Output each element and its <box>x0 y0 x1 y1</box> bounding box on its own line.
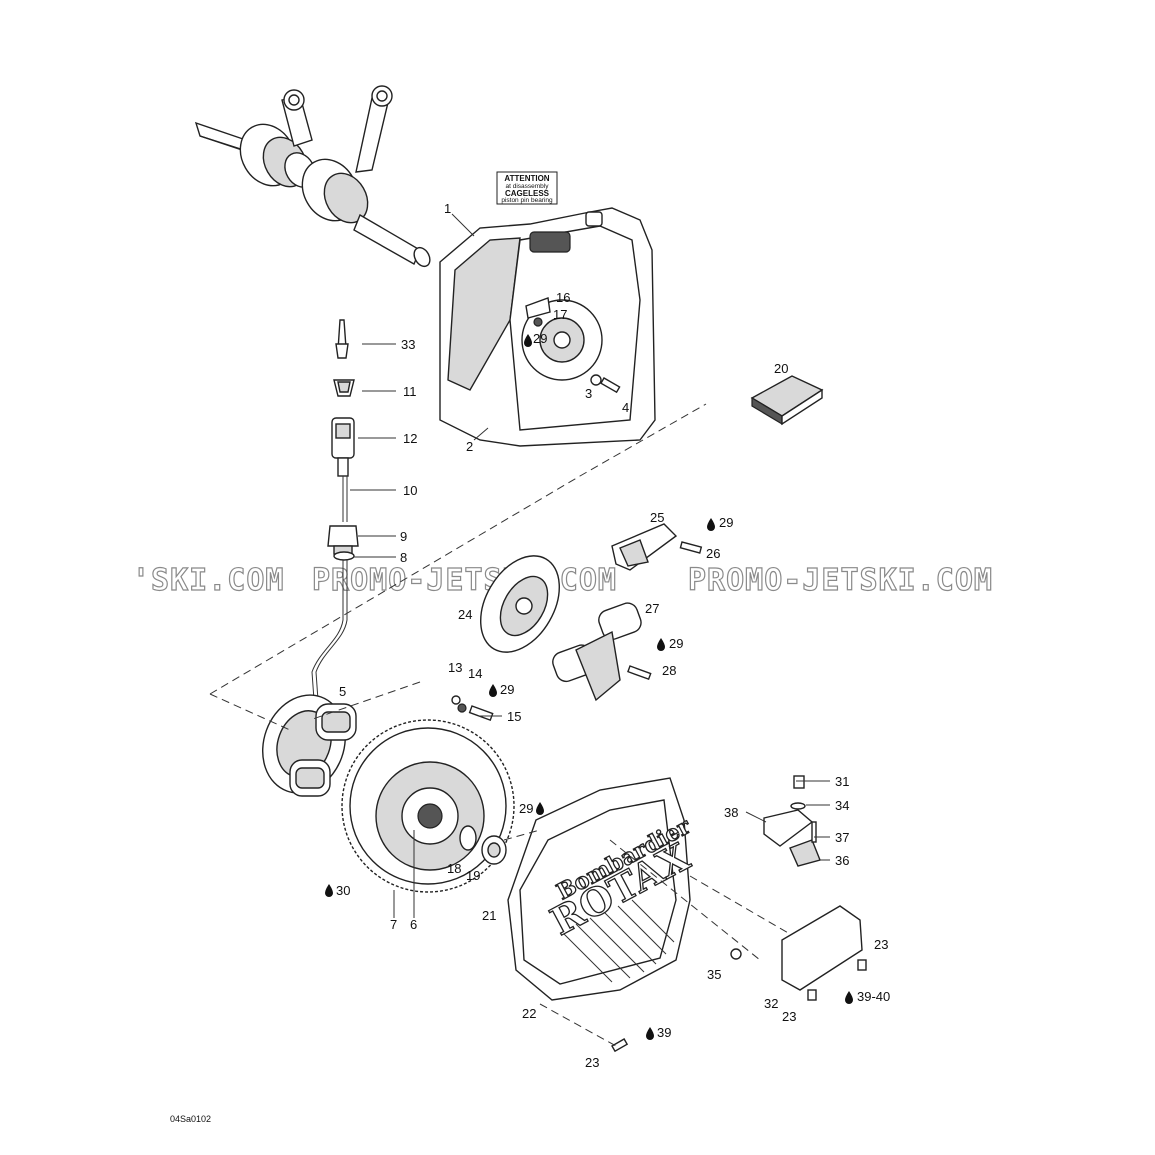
attention-label: ATTENTION at disassembly CAGELESS piston… <box>496 171 558 205</box>
callout-11: 11 <box>403 384 417 399</box>
callout-23-c: 23 <box>585 1055 599 1070</box>
drop-icon <box>657 638 665 651</box>
callout-34: 34 <box>835 798 849 813</box>
callout-23-b: 23 <box>782 1009 796 1024</box>
starter-motor-bracket <box>552 602 652 702</box>
starter-drive <box>611 523 703 571</box>
callout-33: 33 <box>401 337 415 352</box>
part-20-pad <box>750 375 824 426</box>
callout-5: 5 <box>339 684 346 699</box>
callout-2: 2 <box>466 439 473 454</box>
callout-21: 21 <box>482 908 496 923</box>
magneto-housing <box>439 207 656 447</box>
svg-text:ATTENTION: ATTENTION <box>504 174 549 183</box>
callout-numbers: 1 2 3 4 5 6 7 8 9 10 11 12 13 14 15 16 1… <box>336 201 890 1070</box>
callout-35: 35 <box>707 967 721 982</box>
drop-icon <box>845 991 853 1004</box>
watermark-right: PROMO-JETSKI.COM <box>688 563 993 598</box>
callout-17: 17 <box>553 307 567 322</box>
leader-lines <box>350 213 830 918</box>
flywheel <box>341 719 515 893</box>
callout-10: 10 <box>403 483 417 498</box>
callout-15: 15 <box>507 709 521 724</box>
drop-icon <box>325 884 333 897</box>
callout-36: 36 <box>835 853 849 868</box>
lubricant-drop-icons <box>325 334 853 1040</box>
flywheel-nut-washer <box>459 825 507 865</box>
alignment-lines <box>209 403 791 1047</box>
callout-29-d: 29 <box>500 682 514 697</box>
callout-39-40: 39-40 <box>857 989 890 1004</box>
sensor-connector-assembly <box>311 319 359 701</box>
stator <box>262 694 357 797</box>
wire-guide-bracket <box>763 775 821 867</box>
callout-38: 38 <box>724 805 738 820</box>
callout-4: 4 <box>622 400 629 415</box>
callout-18: 18 <box>447 861 461 876</box>
drop-icon <box>489 684 497 697</box>
magneto-cover: Bombardier ROTAX <box>507 777 698 1001</box>
callout-13: 13 <box>448 660 462 675</box>
callout-29-a: 29 <box>533 331 547 346</box>
callout-25: 25 <box>650 510 664 525</box>
drop-icon <box>646 1027 654 1040</box>
callout-30: 30 <box>336 883 350 898</box>
callout-26: 26 <box>706 546 720 561</box>
callout-23-a: 23 <box>874 937 888 952</box>
callout-27: 27 <box>645 601 659 616</box>
callout-20: 20 <box>774 361 788 376</box>
watermark-left: 'SKI.COM <box>132 563 285 598</box>
callout-29-b: 29 <box>719 515 733 530</box>
watermark: 'SKI.COM PROMO-JETSKI.COM PROMO-JETSKI.C… <box>131 562 993 598</box>
callout-29-c: 29 <box>669 636 683 651</box>
svg-text:CAGELESS: CAGELESS <box>505 189 550 198</box>
callout-31: 31 <box>835 774 849 789</box>
cover-ribs <box>561 899 675 983</box>
drawing-code: 04Sa0102 <box>170 1114 211 1124</box>
callout-19: 19 <box>466 868 480 883</box>
callout-9: 9 <box>400 529 407 544</box>
mounting-plate <box>611 905 867 1053</box>
svg-text:at disassembly: at disassembly <box>506 183 550 190</box>
trigger-coil-plate <box>480 555 560 653</box>
svg-text:piston pin bearing: piston pin bearing <box>501 197 553 204</box>
callout-1: 1 <box>444 201 451 216</box>
callout-12: 12 <box>403 431 417 446</box>
callout-28: 28 <box>662 663 676 678</box>
crankshaft <box>194 85 431 268</box>
callout-37: 37 <box>835 830 849 845</box>
watermark-middle: PROMO-JETSKI.COM <box>312 563 617 598</box>
callout-39: 39 <box>657 1025 671 1040</box>
callout-3: 3 <box>585 386 592 401</box>
drop-icon <box>707 518 715 531</box>
callout-22: 22 <box>522 1006 536 1021</box>
callout-24: 24 <box>458 607 472 622</box>
callout-14: 14 <box>468 666 482 681</box>
callout-8: 8 <box>400 550 407 565</box>
small-fasteners <box>451 695 494 721</box>
callout-32: 32 <box>764 996 778 1011</box>
drop-icon <box>536 802 544 815</box>
callout-16: 16 <box>556 290 570 305</box>
drop-icon <box>524 334 532 347</box>
callout-6: 6 <box>410 917 417 932</box>
callout-29-e: 29 <box>519 801 533 816</box>
callout-7: 7 <box>390 917 397 932</box>
